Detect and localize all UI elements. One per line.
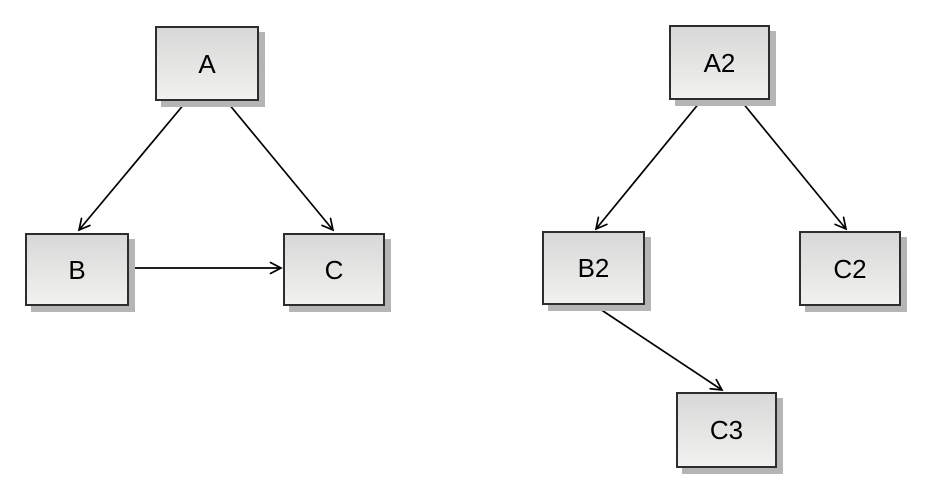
node-label: B: [68, 254, 86, 285]
node-B[interactable]: B: [25, 233, 129, 306]
node-B2[interactable]: B2: [542, 231, 645, 305]
node-label: A2: [703, 47, 736, 78]
node-C2[interactable]: C2: [799, 231, 901, 306]
node-label: B2: [577, 253, 610, 283]
node-A[interactable]: A: [155, 26, 259, 101]
node-A2[interactable]: A2: [669, 25, 770, 100]
node-C[interactable]: C: [283, 233, 385, 306]
node-label: C: [324, 254, 344, 285]
edge-A2-to-C2: [741, 101, 848, 231]
edges-group: [77, 101, 848, 392]
edge-B2-to-C3: [596, 306, 724, 392]
edge-A-to-B: [77, 102, 186, 232]
edge-A-to-C: [227, 102, 335, 232]
node-label: C3: [709, 415, 744, 445]
node-label: C2: [833, 253, 867, 284]
edge-A2-to-B2: [594, 101, 701, 231]
node-label: A: [198, 48, 216, 79]
node-C3[interactable]: C3: [676, 392, 777, 468]
